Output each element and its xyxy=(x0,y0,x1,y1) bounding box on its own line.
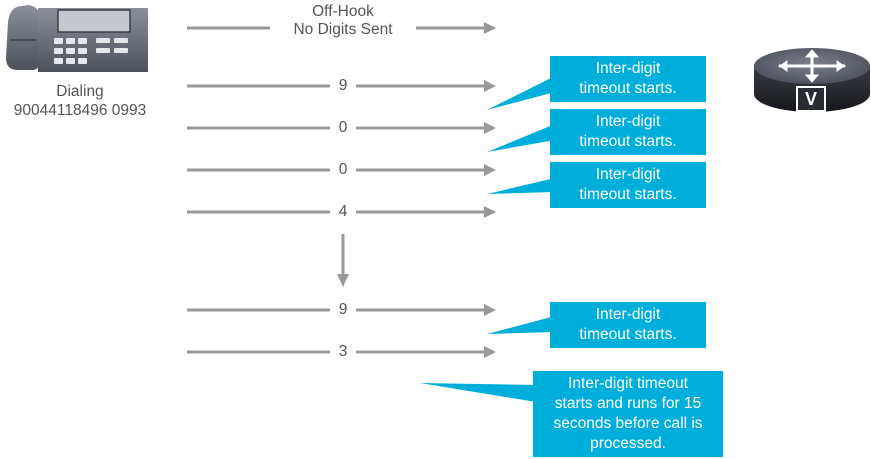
callout-pointers xyxy=(420,76,555,402)
callout-line2: timeout starts. xyxy=(579,326,677,343)
callout-line1: Inter-digit xyxy=(595,60,661,77)
digit-arrowhead-2 xyxy=(484,122,496,134)
callout-line1: Inter-digit xyxy=(595,113,661,130)
digit-label: 0 xyxy=(330,119,356,137)
callout-line2: timeout starts. xyxy=(579,133,677,150)
digit-label: 9 xyxy=(330,77,356,95)
router-badge-letter: V xyxy=(805,89,817,109)
digit-arrowhead-1 xyxy=(484,80,496,92)
inter-digit-timeout-callout: Inter-digit timeout starts. xyxy=(550,162,706,208)
phone-caption: Dialing 90044118496 0993 xyxy=(0,82,160,120)
final-timeout-callout: Inter-digit timeout starts and runs for … xyxy=(533,371,723,457)
inter-digit-timeout-callout: Inter-digit timeout starts. xyxy=(550,109,706,155)
final-callout-line1: Inter-digit timeout xyxy=(568,375,688,392)
digit-label: 9 xyxy=(330,301,356,319)
phone-caption-line1: Dialing xyxy=(56,83,104,100)
off-hook-arrowhead xyxy=(484,22,496,34)
final-callout-line3: seconds before call is xyxy=(553,415,703,432)
final-callout-line4: processed. xyxy=(590,435,666,452)
digit-arrowhead-3 xyxy=(484,164,496,176)
off-hook-label-line1: Off-Hook xyxy=(312,3,374,20)
digit-label: 4 xyxy=(330,203,356,221)
callout-line1: Inter-digit xyxy=(595,166,661,183)
callout-line2: timeout starts. xyxy=(579,80,677,97)
digit-arrowhead-4 xyxy=(484,206,496,218)
digit-label: 3 xyxy=(330,343,356,361)
inter-digit-timeout-callout: Inter-digit timeout starts. xyxy=(550,302,706,348)
digit-arrowhead-6 xyxy=(484,346,496,358)
phone-caption-line2: 90044118496 0993 xyxy=(13,102,147,119)
ip-phone-icon xyxy=(6,5,148,72)
off-hook-label-line2: No Digits Sent xyxy=(293,21,393,38)
digit-arrowhead-5 xyxy=(484,304,496,316)
callout-line2: timeout starts. xyxy=(579,186,677,203)
inter-digit-timeout-callout: Inter-digit timeout starts. xyxy=(550,56,706,102)
voice-router-icon: V xyxy=(754,48,870,112)
digit-label: 0 xyxy=(330,161,356,179)
final-callout-line2: starts and runs for 15 xyxy=(554,395,702,412)
off-hook-label: Off-Hook No Digits Sent xyxy=(270,3,416,39)
callout-line1: Inter-digit xyxy=(595,306,661,323)
continuation-arrowhead xyxy=(337,274,349,287)
